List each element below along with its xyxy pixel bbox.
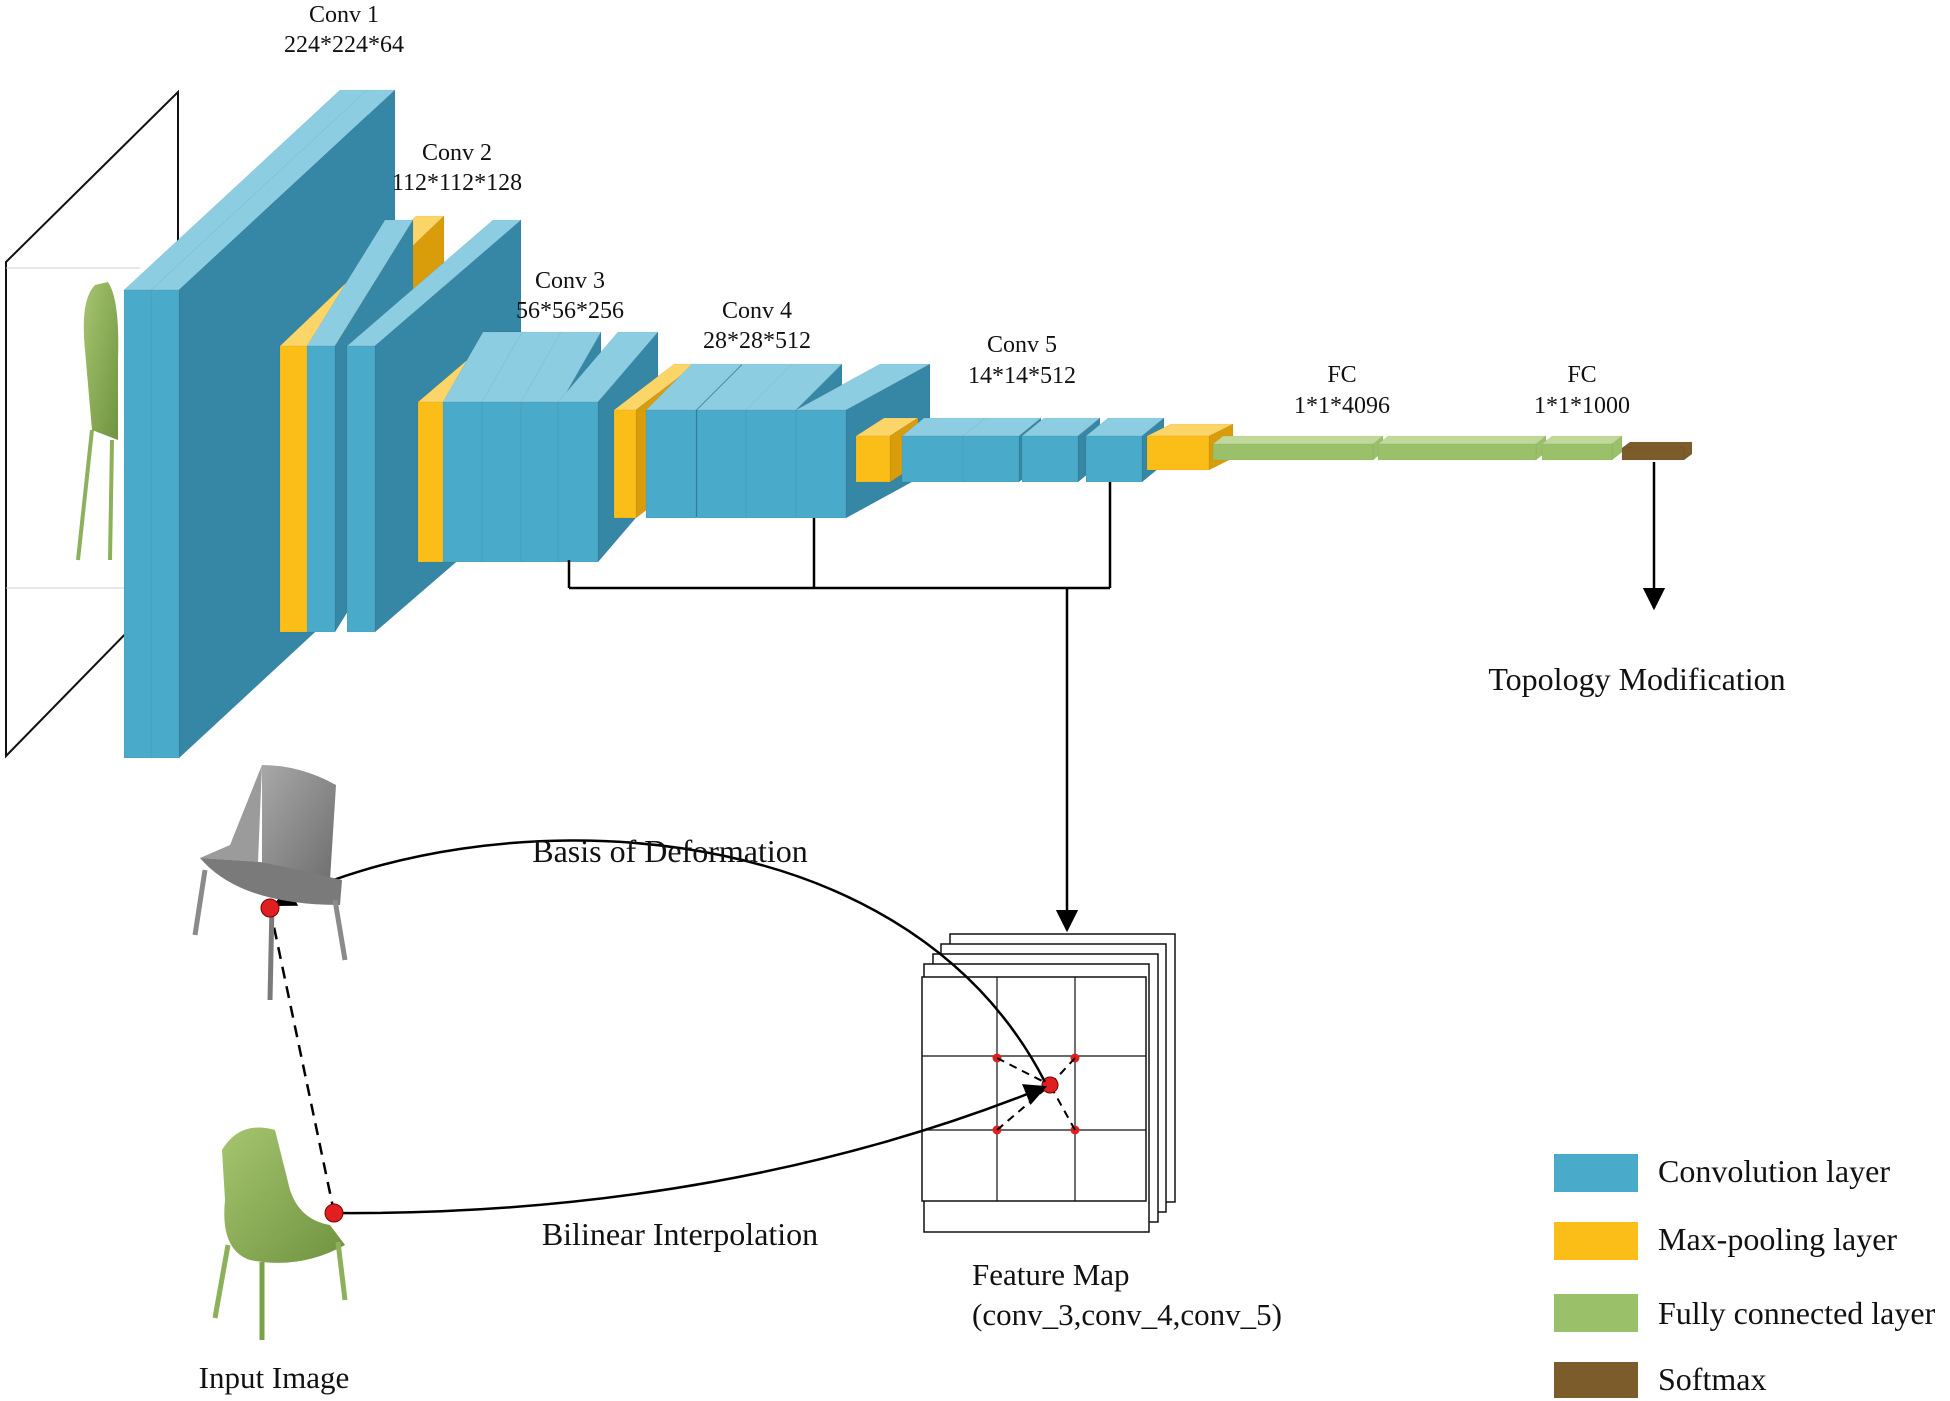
legend-swatch-conv xyxy=(1554,1154,1638,1192)
conv5-dims: 14*14*512 xyxy=(968,363,1076,389)
feature-connector-lines xyxy=(567,482,1112,933)
legend: Convolution layer Max-pooling layer Full… xyxy=(1554,1153,1936,1398)
layer-labels: Conv 1 224*224*64 Conv 2 112*112*128 Con… xyxy=(284,2,1630,419)
bilinear-interpolation-arrow xyxy=(334,1084,1048,1215)
legend-label-pool: Max-pooling layer xyxy=(1658,1221,1897,1257)
fc3-block xyxy=(1541,435,1623,461)
conv2-dims: 112*112*128 xyxy=(392,170,522,196)
input-image-label: Input Image xyxy=(199,1360,350,1395)
basis-of-deformation-label: Basis of Deformation xyxy=(532,833,808,869)
conv3-name: Conv 3 xyxy=(535,268,605,294)
fc1-dims: 1*1*4096 xyxy=(1294,393,1390,419)
legend-label-softmax: Softmax xyxy=(1658,1361,1766,1397)
legend-swatch-fc xyxy=(1554,1294,1638,1332)
conv4-name: Conv 4 xyxy=(722,298,792,324)
legend-swatch-softmax xyxy=(1554,1362,1638,1398)
input-chair-point xyxy=(324,1203,344,1223)
deformed-chair-point xyxy=(260,898,280,918)
conv5-name: Conv 5 xyxy=(987,332,1057,358)
fc1-block xyxy=(1212,435,1384,461)
bilinear-interpolation-label: Bilinear Interpolation xyxy=(542,1216,818,1252)
fc1-name: FC xyxy=(1327,362,1356,388)
feature-map-sublabel: (conv_3,conv_4,conv_5) xyxy=(972,1297,1282,1332)
correspondence-dashed-line xyxy=(268,907,336,1213)
feature-map-grid xyxy=(921,976,1147,1202)
softmax-block xyxy=(1621,441,1693,461)
fc2-dims: 1*1*1000 xyxy=(1534,393,1630,419)
conv1-name: Conv 1 xyxy=(309,2,379,28)
fc2-block xyxy=(1377,435,1547,461)
basis-deformation-arrow xyxy=(272,839,1047,1083)
legend-label-fc: Fully connected layer xyxy=(1658,1295,1936,1331)
conv1-dims: 224*224*64 xyxy=(284,32,404,58)
chair-image-small xyxy=(76,282,119,561)
conv4-dims: 28*28*512 xyxy=(703,328,811,354)
feature-map-label: Feature Map xyxy=(972,1257,1130,1292)
input-chair-image xyxy=(212,1127,348,1340)
legend-swatch-pool xyxy=(1554,1222,1638,1260)
deformed-chair-image xyxy=(192,765,348,1001)
layer-blocks xyxy=(123,89,1693,759)
fc2-name: FC xyxy=(1567,362,1596,388)
conv2-name: Conv 2 xyxy=(422,140,492,166)
feature-map-stack xyxy=(921,933,1176,1233)
legend-label-conv: Convolution layer xyxy=(1658,1153,1890,1189)
topology-modification-label: Topology Modification xyxy=(1488,661,1785,697)
conv3-dims: 56*56*256 xyxy=(516,298,624,324)
